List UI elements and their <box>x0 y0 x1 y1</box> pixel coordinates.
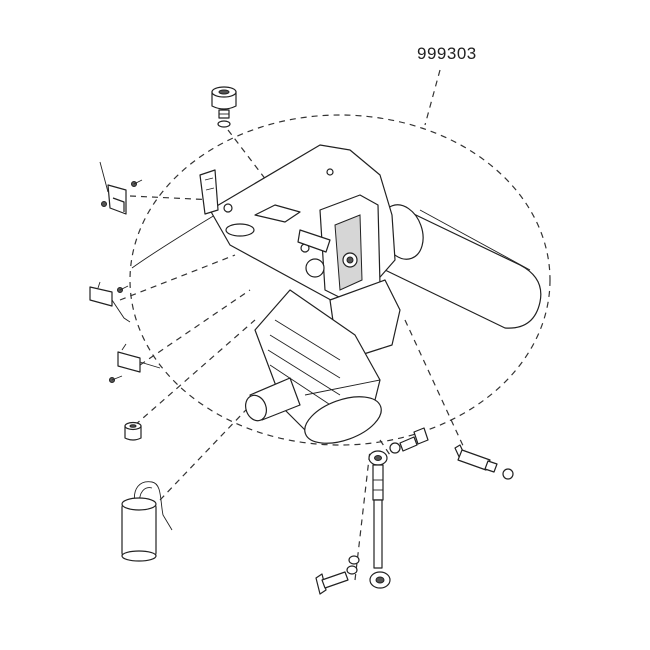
rod-upper-bolt <box>389 427 429 454</box>
connecting-rod-part <box>368 450 391 589</box>
part-number-leader <box>424 69 441 126</box>
limit-switch-upper <box>99 161 143 215</box>
micro-switch-left <box>89 281 131 323</box>
assembly-boundary-ellipse <box>129 114 551 446</box>
limit-switch-lower <box>109 343 161 383</box>
small-nut-part <box>124 421 142 441</box>
pin-and-clip-part <box>454 444 514 480</box>
assembly-part-number: 999303 <box>417 44 477 63</box>
wire <box>131 214 216 269</box>
motor-assembly <box>199 144 542 444</box>
capacitor-part <box>121 481 173 562</box>
rod-lower-bolt <box>315 555 360 595</box>
cap-nut-part <box>211 86 237 128</box>
